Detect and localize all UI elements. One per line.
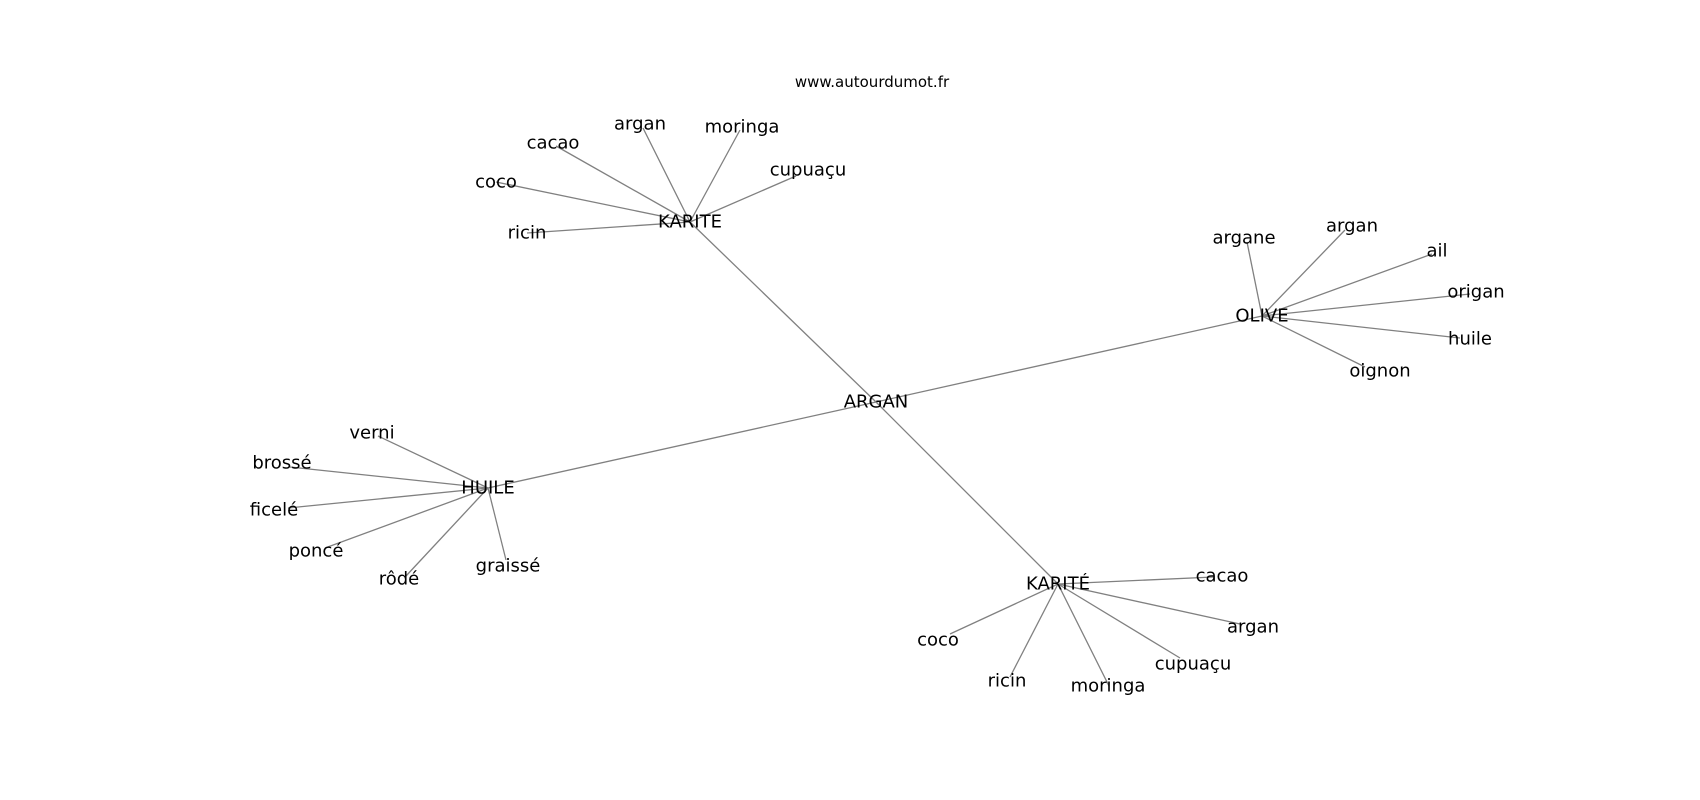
leaf-node-label[interactable]: ricin	[508, 223, 547, 244]
leaf-node-label[interactable]: moringa	[1071, 676, 1146, 697]
edge-karite2-leaf	[949, 583, 1059, 635]
hub-node-label[interactable]: KARITE	[658, 212, 722, 233]
leaf-node-label[interactable]: oignon	[1349, 361, 1410, 382]
hub-node-label[interactable]: OLIVE	[1235, 306, 1288, 327]
edge-karite1-leaf	[526, 221, 691, 234]
leaf-node-label[interactable]: ail	[1426, 241, 1447, 262]
edge-karite1-leaf	[555, 145, 691, 223]
edge-huile-leaf	[487, 487, 507, 561]
edge-huile-leaf	[289, 466, 489, 489]
leaf-node-label[interactable]: coco	[475, 172, 517, 193]
leaf-node-label[interactable]: argane	[1212, 228, 1275, 249]
leaf-node-label[interactable]: moringa	[705, 117, 780, 138]
leaf-node-label[interactable]: huile	[1448, 329, 1492, 350]
edge-huile-leaf	[324, 487, 489, 549]
hub-node-label[interactable]: KARITÉ	[1026, 573, 1090, 595]
leaf-node-label[interactable]: brossé	[252, 453, 311, 474]
edge-huile-leaf	[287, 487, 489, 509]
edge-karite2-leaf	[1057, 583, 1241, 625]
edge-olive-leaf	[1261, 315, 1366, 368]
edge-center-huile	[487, 401, 877, 489]
leaf-node-label[interactable]: cupuaçu	[1155, 654, 1231, 675]
edge-center-karite2	[875, 401, 1059, 585]
leaf-node-label[interactable]: poncé	[289, 541, 344, 562]
edge-karite2-leaf	[1057, 576, 1215, 585]
leaf-node-label[interactable]: cupuaçu	[770, 160, 846, 181]
edge-karite1-leaf	[689, 129, 741, 223]
edge-olive-leaf	[1246, 241, 1263, 317]
edge-karite2-leaf	[1009, 583, 1059, 678]
edge-olive-leaf	[1261, 253, 1433, 317]
edge-center-karite1	[689, 221, 877, 403]
edge-olive-leaf	[1261, 229, 1346, 317]
edge-karite1-leaf	[689, 175, 797, 223]
hub-node-label[interactable]: HUILE	[461, 478, 514, 499]
leaf-node-label[interactable]: argan	[1326, 216, 1378, 237]
edge-karite2-leaf	[1057, 583, 1181, 659]
edge-karite1-leaf	[642, 127, 691, 223]
leaf-node-label[interactable]: argan	[614, 114, 666, 135]
leaf-node-label[interactable]: ficelé	[250, 500, 298, 521]
labels-layer: ARGAN KARITE ricin coco cacao argan moringa cup…	[250, 114, 1505, 697]
watermark: www.autourdumot.fr	[795, 73, 950, 91]
leaf-node-label[interactable]: rôdé	[379, 569, 420, 590]
edge-karite2-leaf	[1057, 583, 1110, 687]
edge-olive-leaf	[1261, 293, 1471, 317]
leaf-node-label[interactable]: argan	[1227, 617, 1279, 638]
edge-olive-leaf	[1261, 315, 1461, 339]
leaf-node-label[interactable]: coco	[917, 630, 959, 651]
leaf-node-label[interactable]: ricin	[988, 671, 1027, 692]
leaf-node-label[interactable]: origan	[1447, 282, 1504, 303]
edge-huile-leaf	[377, 435, 489, 489]
leaf-node-label[interactable]: graissé	[476, 556, 541, 577]
edges-layer	[287, 127, 1471, 687]
leaf-node-label[interactable]: verni	[349, 423, 394, 444]
edge-karite1-leaf	[495, 181, 691, 223]
leaf-node-label[interactable]: cacao	[527, 133, 580, 154]
center-node-label[interactable]: ARGAN	[844, 392, 909, 413]
edge-center-olive	[875, 315, 1263, 403]
leaf-node-label[interactable]: cacao	[1196, 566, 1249, 587]
edge-huile-leaf	[405, 487, 489, 577]
